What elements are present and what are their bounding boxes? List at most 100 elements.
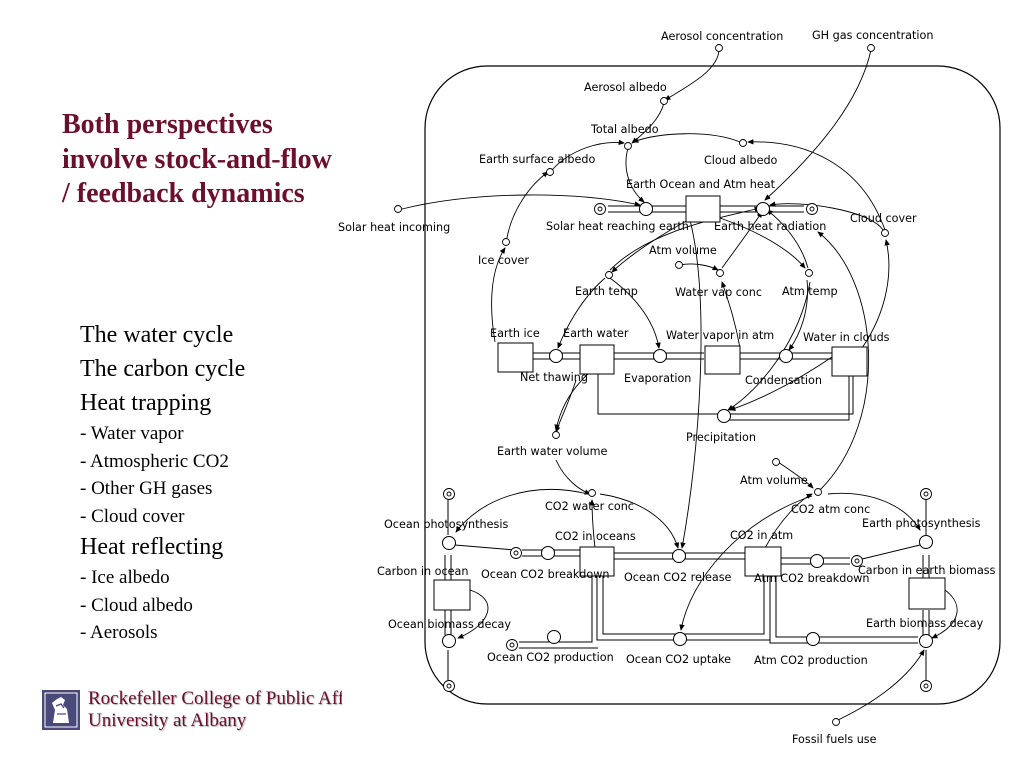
link-co2-conc-to-ocean-photo bbox=[455, 489, 589, 533]
aux-cloud-cover bbox=[881, 229, 889, 237]
label-water-vap-conc: Water vap conc bbox=[675, 286, 762, 299]
link-earth-water-to-vol bbox=[554, 371, 591, 431]
cloud-source-earth-photo bbox=[920, 488, 932, 500]
aux-atm-volume-mid bbox=[772, 458, 780, 466]
valve-condensation bbox=[779, 349, 793, 363]
label-net-thawing: Net thawing bbox=[520, 371, 588, 384]
flow-atm-co2-production bbox=[769, 576, 918, 644]
label-earth-temp: Earth temp bbox=[575, 285, 638, 298]
label-cloud-cover: Cloud cover bbox=[850, 212, 917, 225]
aux-co2-water-conc bbox=[588, 489, 596, 497]
aux-gh-gas-concentration bbox=[867, 44, 875, 52]
cloud-source-ocean-production bbox=[506, 639, 518, 651]
label-carbon-in-earth-biomass: Carbon in earth biomass bbox=[858, 564, 996, 577]
link-carbon-ocean-to-decay bbox=[457, 589, 489, 639]
sub-bullet-item: - Other GH gases bbox=[80, 478, 213, 499]
aux-earth-temp bbox=[605, 271, 613, 279]
cloud-sink-ocean-decay bbox=[443, 680, 455, 692]
label-earth-ice: Earth ice bbox=[490, 327, 540, 340]
label-water-vapor-in-atm: Water vapor in atm bbox=[666, 329, 774, 342]
label-ice-cover: Ice cover bbox=[478, 254, 529, 267]
valve-earth-biomass-decay bbox=[919, 634, 933, 648]
link-atm-vol-to-vap-conc bbox=[679, 263, 719, 271]
link-earth-ice-to-ice-cover bbox=[491, 247, 506, 343]
valve-earth-photosynthesis bbox=[919, 535, 933, 549]
link-co2-conc-to-earth-photo bbox=[827, 492, 921, 531]
link-solar-incoming-to-solar bbox=[401, 194, 641, 210]
stock-earth-water bbox=[579, 344, 615, 375]
link-earth-temp-to-thawing bbox=[557, 277, 606, 349]
aux-solar-heat-incoming bbox=[394, 205, 402, 213]
label-ocean-biomass-decay: Ocean biomass decay bbox=[388, 618, 511, 631]
label-atm-volume-top: Atm volume bbox=[649, 244, 717, 257]
valve-precipitation bbox=[717, 409, 731, 423]
link-earth-temp-to-heat-rad bbox=[609, 206, 761, 271]
sub-bullet-item: - Cloud albedo bbox=[80, 594, 193, 616]
stock-earth-ice bbox=[497, 342, 534, 373]
link-atm-temp-to-condensation bbox=[788, 279, 808, 351]
label-earth-surface-albedo: Earth surface albedo bbox=[479, 153, 596, 166]
valve-ocean-co2-release bbox=[672, 549, 686, 563]
sub-bullet-item: - Aerosols bbox=[80, 622, 158, 643]
valve-ocean-biomass-decay bbox=[442, 634, 456, 648]
label-fossil-fuels-use: Fossil fuels use bbox=[792, 733, 877, 746]
flow-carbon-biomass-loop bbox=[922, 555, 930, 635]
label-co2-water-conc: CO2 water conc bbox=[545, 500, 634, 513]
link-earth-temp-to-evap bbox=[609, 277, 661, 349]
aux-total-albedo bbox=[624, 142, 632, 150]
stock-co2-in-oceans bbox=[579, 546, 615, 577]
sub-bullet-item: - Ice albedo bbox=[80, 567, 170, 588]
aux-ice-cover bbox=[502, 238, 510, 246]
label-condensation: Condensation bbox=[745, 374, 822, 387]
bullet-item: Heat trapping bbox=[80, 390, 212, 416]
valve-evaporation bbox=[653, 349, 667, 363]
label-ocean-co2-breakdown: Ocean CO2 breakdown bbox=[481, 568, 610, 581]
footer: Rockefeller College of Public Affairs & … bbox=[42, 688, 342, 732]
valve-solar-heat bbox=[639, 202, 653, 216]
label-water-in-clouds: Water in clouds bbox=[803, 331, 890, 344]
aux-earth-water-volume bbox=[552, 431, 560, 439]
link-atm-vol-to-co2-conc bbox=[777, 461, 814, 489]
label-solar-heat-reaching-earth: Solar heat reaching earth bbox=[546, 220, 689, 233]
valve-ocean-photosynthesis bbox=[442, 536, 456, 550]
link-heat-to-atm-temp bbox=[719, 217, 806, 269]
label-cloud-albedo: Cloud albedo bbox=[704, 154, 778, 167]
valve-ocean-co2-production bbox=[547, 630, 561, 644]
label-earth-ocean-atm-heat: Earth Ocean and Atm heat bbox=[626, 178, 776, 191]
aux-aerosol-albedo bbox=[660, 97, 668, 105]
stock-carbon-in-biomass bbox=[908, 577, 946, 610]
label-earth-heat-radiation: Earth heat radiation bbox=[714, 220, 826, 233]
aux-atm-volume-top bbox=[675, 261, 683, 269]
valve-atm-co2-breakdown bbox=[810, 554, 824, 568]
bullet-item: The carbon cycle bbox=[80, 356, 246, 382]
slide-title: Both perspectives involve stock-and-flow… bbox=[62, 109, 332, 209]
flow-ocean-co2-production bbox=[519, 574, 598, 649]
link-atm-temp-to-precip bbox=[727, 281, 811, 411]
valve-net-thawing bbox=[549, 349, 563, 363]
link-fossil-to-atm-production bbox=[837, 649, 925, 721]
sub-bullet-item: - Cloud cover bbox=[80, 505, 185, 527]
label-earth-water: Earth water bbox=[563, 327, 629, 340]
link-atm-temp-co2-conc-feedback bbox=[817, 231, 869, 491]
label-atm-volume-mid: Atm volume bbox=[740, 474, 808, 487]
label-co2-atm-conc: CO2 atm conc bbox=[791, 503, 870, 516]
aux-fossil-fuels-use bbox=[832, 718, 840, 726]
footer-college: Rockefeller College of Public Affairs & … bbox=[88, 688, 342, 709]
link-total-to-solar bbox=[625, 147, 645, 203]
label-ocean-co2-production: Ocean CO2 production bbox=[487, 651, 614, 664]
cloud-sink-radiation bbox=[806, 203, 818, 215]
cloud-source-ocean-photo bbox=[443, 488, 455, 500]
link-vapor-to-vap-conc bbox=[721, 281, 741, 349]
stock-water-in-clouds bbox=[831, 346, 868, 377]
aux-cloud-albedo bbox=[739, 139, 747, 147]
link-ice-cover-to-surface-albedo bbox=[506, 171, 549, 239]
label-co2-in-oceans: CO2 in oceans bbox=[555, 530, 636, 543]
label-atm-co2-breakdown: Atm CO2 breakdown bbox=[754, 572, 869, 585]
stock-water-vapor bbox=[704, 345, 741, 375]
label-earth-biomass-decay: Earth biomass decay bbox=[866, 617, 984, 630]
label-precipitation: Precipitation bbox=[686, 431, 756, 444]
valve-ocean-co2-uptake bbox=[673, 632, 687, 646]
stock-co2-in-atm bbox=[744, 546, 782, 577]
